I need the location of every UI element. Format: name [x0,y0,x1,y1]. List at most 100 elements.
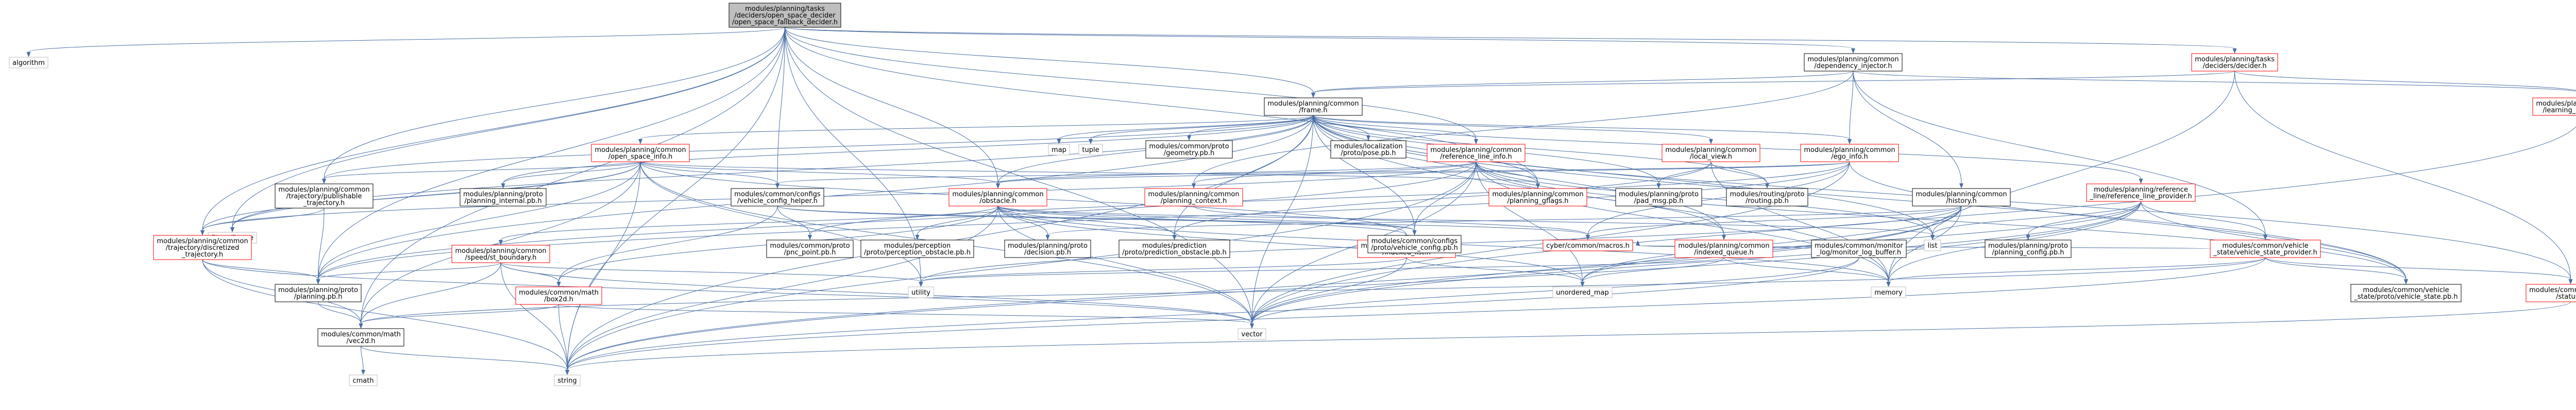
node-planning-gflags[interactable]: modules/planning/common/planning_gflags.… [1488,188,1587,207]
edge-ref-line-info-to-indexed-queue [1476,161,1726,240]
node-label: modules/common/vehicle [2222,242,2308,250]
node-label: /decision.pb.h [1024,249,1071,257]
node-ref-line-provider[interactable]: modules/planning/reference_line/referenc… [2086,183,2196,202]
node-perception-obstacle-pb[interactable]: modules/perception/proto/perception_obst… [860,240,974,258]
node-box [766,240,854,258]
edge-frame-to-map [1057,115,1314,144]
node-geometry-pb[interactable]: modules/common/proto/geometry.pb.h [1145,140,1233,159]
node-label: modules/common/math [519,289,599,297]
edge-root-to-ref-line-info [785,27,1478,144]
node-obstacle[interactable]: modules/planning/common/obstacle.h [948,188,1047,207]
node-label: modules/common/monitor [1815,242,1903,250]
edge-history-to-decision-pb [1045,206,1962,240]
node-discretized-traj[interactable]: modules/planning/common/trajectory/discr… [153,235,252,260]
edge-vehicle-config-helper-to-box2d [556,206,778,287]
node-box [860,240,974,258]
edge-vehicle-config-helper-to-vehicle-config-pb [777,206,1417,235]
node-box [1145,140,1233,159]
node-status[interactable]: modules/common/status/status.h [2526,284,2576,302]
edge-indexed-queue-to-utility [919,257,1724,287]
node-ref-line-info[interactable]: modules/planning/common/reference_line_i… [1427,144,1526,162]
node-pad-msg-pb[interactable]: modules/planning/proto/pad_msg.pb.h [1615,188,1702,207]
node-learning-data[interactable]: modules/planning/common/learning_based_d… [2532,97,2576,116]
node-local-view[interactable]: modules/planning/common/local_view.h [1662,144,1760,162]
node-log-buffer[interactable]: modules/common/monitor_log/monitor_log_b… [1811,240,1907,258]
edge-frame-to-publishable-traj [322,115,1314,184]
node-vehicle-config-helper[interactable]: modules/common/configs/vehicle_config_he… [731,188,824,207]
node-pnc-point-pb[interactable]: modules/common/proto/pnc_point.pb.h [766,240,854,258]
node-cyber-macros[interactable]: cyber/common/macros.h [1543,240,1633,251]
node-label: /dependency_injector.h [1814,62,1892,70]
edge-obstacle-to-vector [997,206,1254,329]
node-label: modules/common/vehicle [2363,286,2449,294]
edge-frame-to-list [1313,115,1935,240]
edge-speed-boundary-to-vector [500,262,1254,329]
node-vehicle-config-pb[interactable]: modules/common/configs/proto/vehicle_con… [1367,235,1462,253]
edge-indexed-queue-to-memory [1723,257,1891,287]
edge-open-space-info-to-discretized-traj [200,161,641,235]
edge-frame-to-open-space-info [638,115,1314,144]
edge-publishable-traj-to-planning-pb [316,208,325,284]
node-vec2d[interactable]: modules/common/math/vec2d.h [317,328,404,347]
node-label: _log/monitor_log_buffer.h [1816,249,1901,257]
node-vehicle-state-pb[interactable]: modules/common/vehicle_state/proto/vehic… [2350,284,2462,302]
edge-root-to-algorithm [26,27,785,57]
node-box [317,328,404,347]
node-pose-pb[interactable]: modules/localization/proto/pose.pb.h [1330,140,1406,159]
node-vehicle-state-provider[interactable]: modules/common/vehicle_state/vehicle_sta… [2210,240,2321,258]
node-dep-injector[interactable]: modules/planning/common/dependency_injec… [1804,53,1903,72]
node-label: _line/reference_line_provider.h [2089,193,2192,200]
node-planning-context[interactable]: modules/planning/common/planning_context… [1144,188,1243,207]
node-label: modules/planning/common [595,146,686,154]
node-label: modules/planning/proto [1008,242,1088,250]
edge-box2d-to-vector [558,304,1254,329]
edge-frame-to-pose-pb [1313,115,1370,141]
node-label: /local_view.h [1690,153,1732,161]
node-label: modules/planning/reference [2094,186,2188,194]
node-frame[interactable]: modules/planning/common/frame.h [1264,97,1363,116]
node-label: modules/common/math [321,331,401,338]
edge-dep-injector-to-ego-info [1848,71,1854,144]
node-label: modules/planning/proto [463,191,543,198]
edge-ego-info-to-vehicle-state-pb [1849,161,2408,284]
node-routing-pb[interactable]: modules/routing/proto/routing.pb.h [1726,188,1808,207]
node-label: modules/planning/proto [278,286,358,294]
edge-open-space-info-to-planning-gflags [640,161,1540,189]
edge-obstacle-to-decision-pb [997,206,1050,240]
edge-speed-boundary-to-string [500,262,569,375]
node-box [275,183,374,209]
edge-obstacle-to-speed-boundary [499,206,998,245]
node-label: memory [1874,289,1903,297]
edge-obstacle-to-perception-obstacle-pb [915,206,998,240]
node-decision-pb[interactable]: modules/planning/proto/decision.pb.h [1004,240,1091,258]
node-ego-info[interactable]: modules/planning/common/ego_info.h [1800,144,1899,162]
node-prediction-obstacle-pb[interactable]: modules/prediction/proto/prediction_obst… [1118,240,1230,258]
node-root[interactable]: modules/planning/tasks/deciders/open_spa… [728,3,841,28]
edge-indexed-queue-to-unordered-map [1580,257,1724,287]
node-planning-config-pb[interactable]: modules/planning/proto/planning_config.p… [1985,240,2072,258]
node-box [728,3,841,28]
node-box2d[interactable]: modules/common/math/box2d.h [515,286,602,305]
node-label: modules/planning/common [1148,191,1239,198]
edge-root-to-utility [785,27,923,287]
node-box [1004,240,1091,258]
edge-ref-line-info-to-discretized-traj [200,161,1477,235]
edge-root-to-decider [785,27,2237,54]
node-label: modules/planning/proto [1619,191,1699,198]
node-label: /deciders/decider.h [2203,62,2267,70]
node-planning-internal-pb[interactable]: modules/planning/proto/planning_internal… [460,188,547,207]
edge-ego-info-to-vehicle-config-helper [775,161,1850,189]
node-open-space-info[interactable]: modules/planning/common/open_space_info.… [591,144,690,162]
node-memory: memory [1871,286,1906,298]
node-speed-boundary[interactable]: modules/planning/common/speed/st_boundar… [451,245,550,263]
edge-frame-to-tuple [1089,115,1314,144]
node-publishable-traj[interactable]: modules/planning/common/trajectory/publi… [275,183,374,209]
edge-frame-to-vehicle-config-pb [1313,115,1417,235]
edge-ref-line-info-to-obstacle [996,161,1477,189]
node-label: modules/planning/common [455,247,546,255]
node-label: /pnc_point.pb.h [784,249,836,257]
node-indexed-queue[interactable]: modules/planning/common/indexed_queue.h [1674,240,1773,258]
node-decider[interactable]: modules/planning/tasks/deciders/decider.… [2191,53,2278,72]
node-planning-pb[interactable]: modules/planning/proto/planning.pb.h [275,284,362,302]
node-history[interactable]: modules/planning/common/history.h [1912,188,2011,207]
